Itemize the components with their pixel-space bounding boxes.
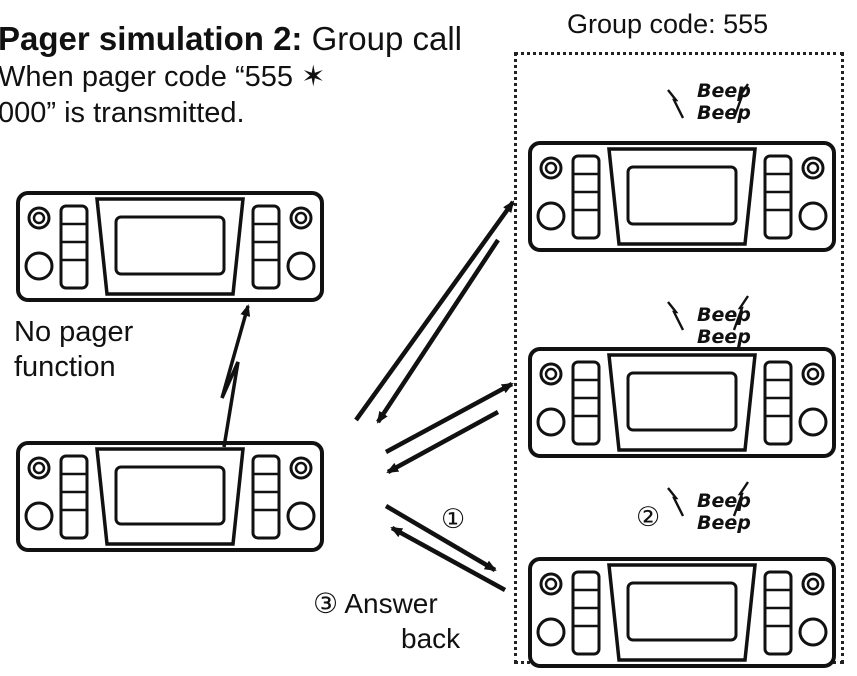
arrow-answer-back [392,528,505,590]
beep-bolts-2 [668,296,748,330]
radio-no-pager [18,193,322,300]
arrow-to-group-3 [386,506,495,570]
radio-group-1 [530,143,834,250]
arrow-to-group-1 [356,202,513,420]
radio-caller [18,443,322,550]
signal-zigzag-arrow [222,306,248,447]
beep-bolts-1 [668,84,748,118]
arrow-from-group-1 [378,240,498,422]
arrow-to-group-2 [386,384,512,452]
radio-group-3 [530,559,834,666]
radio-group-2 [530,349,834,456]
beep-bolts-3 [668,482,748,516]
